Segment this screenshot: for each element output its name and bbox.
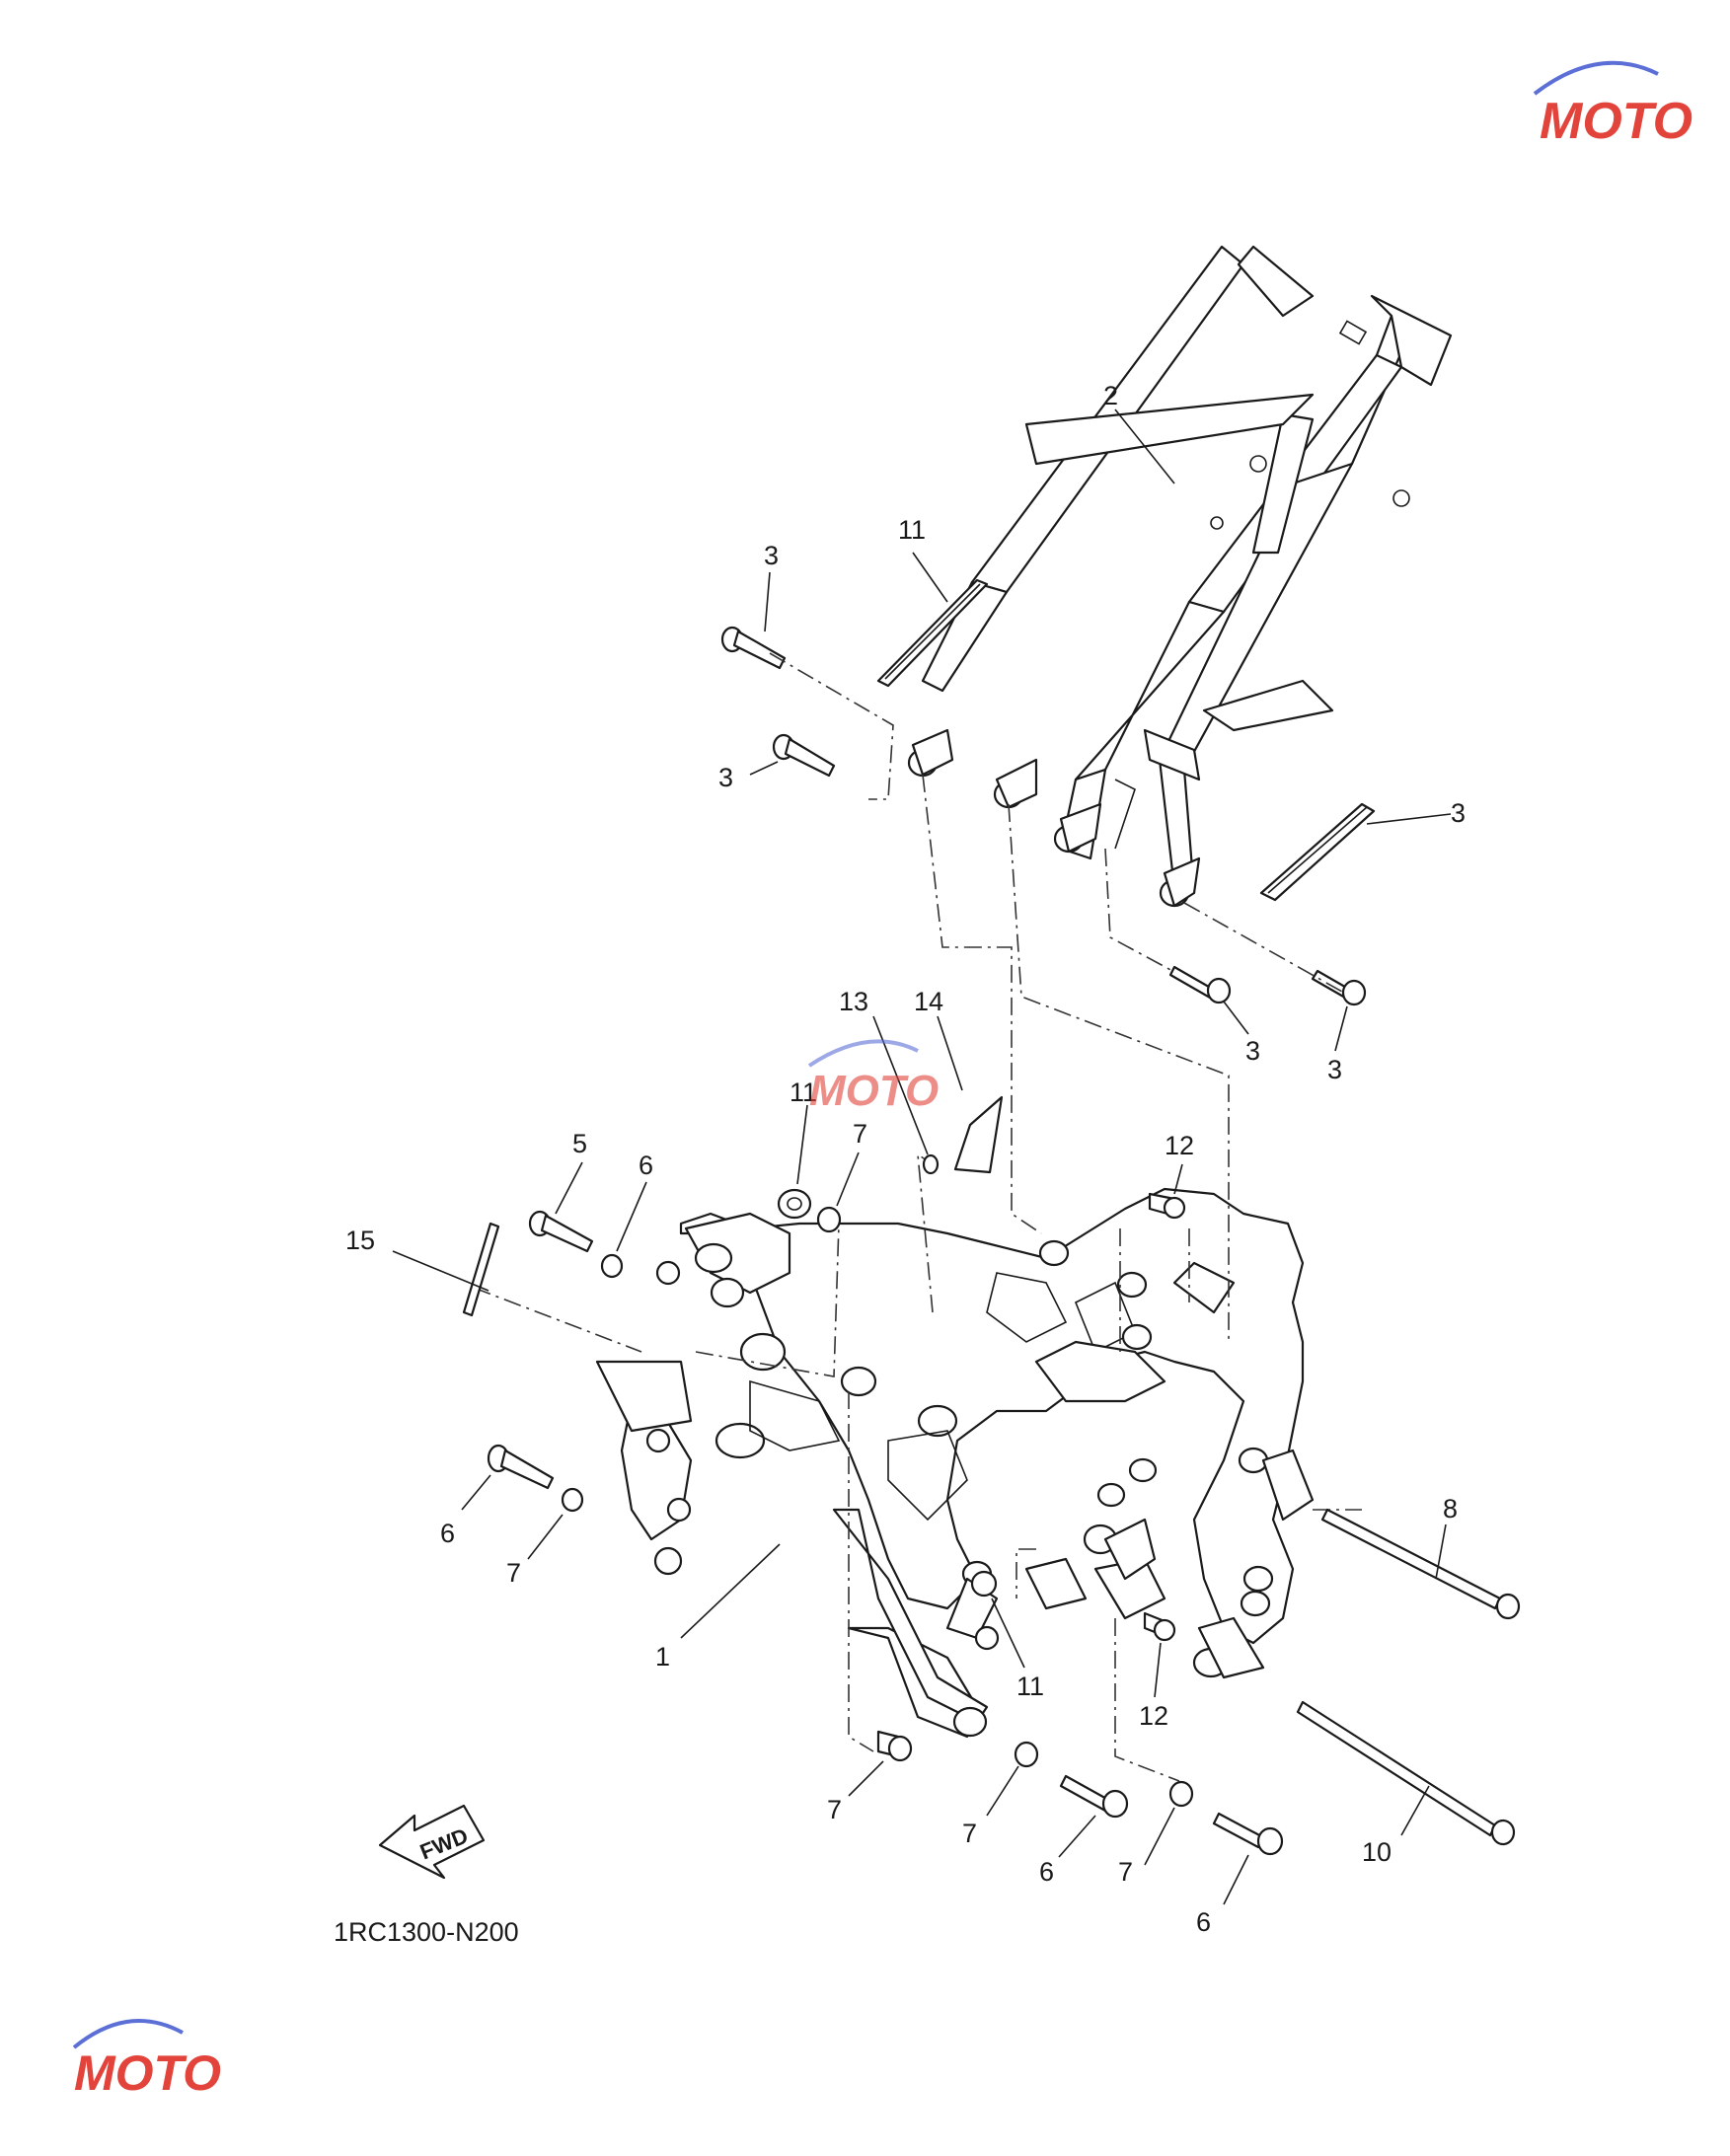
callout-14: 14 [914, 987, 943, 1016]
leader-lines [392, 409, 1452, 1905]
callout-11: 11 [1016, 1672, 1044, 1701]
callout-12: 12 [1165, 1131, 1194, 1160]
callout-5: 11 [898, 515, 926, 545]
rear-frame-damper-strip-part-4 [1259, 802, 1376, 902]
washer-7-upper-mid [816, 1206, 842, 1233]
rear-frame-damper-strip-part-5 [876, 578, 989, 688]
washer-7-lower-right [1168, 1780, 1194, 1808]
nut-11-upper [777, 1188, 812, 1220]
callout-3: 3 [1245, 1036, 1260, 1066]
callout-7: 7 [1118, 1857, 1133, 1887]
svg-text:MOTO: MOTO [1540, 93, 1692, 150]
callout-7: 7 [506, 1558, 521, 1588]
bolt-6-upper-left [528, 1210, 594, 1253]
callout-6: 6 [440, 1519, 455, 1548]
callout-6: 5 [572, 1129, 587, 1158]
rear-frame-part-2 [907, 245, 1453, 908]
bolt-3-lower-left [772, 733, 836, 778]
callout-6: 6 [1196, 1907, 1211, 1937]
bolt-6-lower-mid [1059, 1774, 1129, 1819]
bolt-3-mid-right [1168, 965, 1232, 1004]
callout-6: 6 [1039, 1857, 1054, 1887]
callout-7: 7 [962, 1819, 977, 1848]
washer-7-upper-left [600, 1253, 624, 1279]
bolt-3-far-right [1311, 969, 1367, 1006]
watermark-logo-center: MOTO [807, 1039, 939, 1115]
bolt-8 [876, 1730, 913, 1762]
callout-7: 6 [639, 1151, 653, 1180]
callouts: 2 11 3 3 3 3 3 13 14 11 7 12 5 6 15 6 7 … [345, 381, 1466, 1937]
callout-13: 13 [839, 987, 868, 1016]
label-14 [953, 1095, 1004, 1174]
assembly-lines [473, 652, 1362, 1782]
bolt-10 [1296, 1700, 1516, 1846]
callout-8: 7 [827, 1795, 842, 1824]
washer-7-lower-left [561, 1487, 584, 1513]
callout-12: 12 [1139, 1701, 1168, 1731]
bolt-6-lower-right [1212, 1812, 1284, 1856]
callout-15: 15 [345, 1226, 375, 1255]
callout-2: 2 [1103, 381, 1118, 410]
callout-7: 7 [853, 1119, 867, 1149]
watermark-logo-top-right: MOTO [1533, 60, 1692, 150]
callout-3: 3 [764, 541, 779, 570]
bolt-3-upper-left [720, 626, 787, 670]
callout-9: 8 [1443, 1494, 1458, 1524]
callout-3: 3 [718, 763, 733, 792]
grommet-12-lower [1143, 1611, 1176, 1642]
diagram-code: 1RC1300-N200 [334, 1917, 519, 1947]
grommet-12-upper [1148, 1192, 1186, 1220]
svg-text:MOTO: MOTO [74, 2045, 221, 2101]
bolt-6-lower-left [487, 1444, 555, 1490]
forward-arrow: FWD [378, 1804, 486, 1880]
watermark-logo-bottom-left: MOTO [72, 2019, 221, 2101]
nut-11-lower [970, 1570, 998, 1598]
bolt-9 [1320, 1508, 1521, 1620]
callout-3: 3 [1327, 1055, 1342, 1084]
washer-7-lower-mid [1014, 1741, 1039, 1768]
main-frame-part-1 [595, 1187, 1315, 1739]
callout-4: 3 [1451, 798, 1466, 828]
damper-15 [462, 1222, 500, 1317]
callout-11: 11 [790, 1078, 817, 1107]
callout-10: 10 [1362, 1837, 1392, 1867]
clip-13 [922, 1153, 940, 1175]
svg-text:MOTO: MOTO [809, 1067, 939, 1115]
callout-1: 1 [655, 1642, 670, 1672]
